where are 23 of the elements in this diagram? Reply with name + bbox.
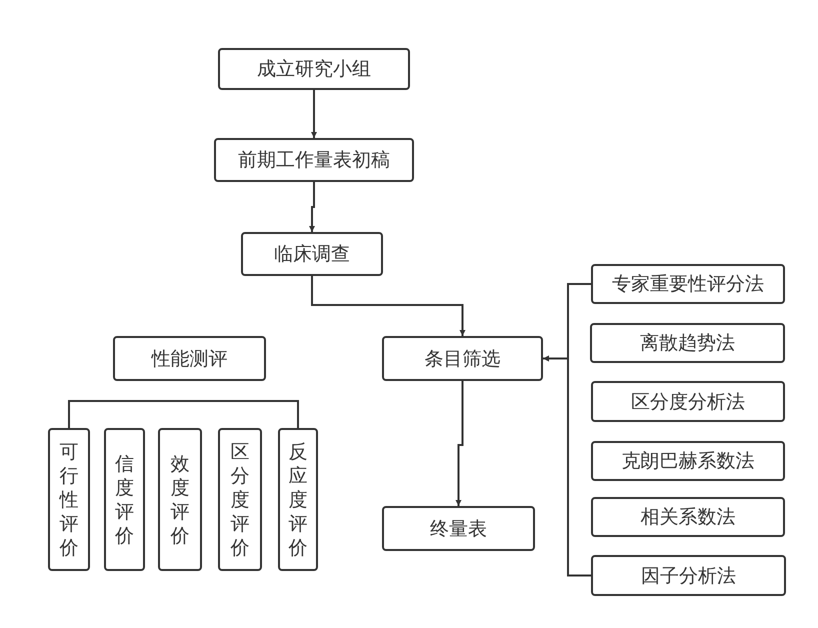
process-box: 因子分析法 [591,555,786,596]
arrow [543,356,591,576]
process-box: 终量表 [382,506,535,551]
process-box: 信度评价 [104,428,145,571]
process-box: 反应度评价 [278,428,318,571]
process-box: 临床调查 [241,232,383,276]
process-box: 成立研究小组 [218,48,410,90]
process-box: 克朗巴赫系数法 [591,441,785,481]
process-box: 区分度分析法 [591,381,785,422]
arrow [311,90,317,138]
process-box: 专家重要性评分法 [591,264,785,304]
process-box: 可行性评价 [48,428,90,571]
arrow [309,182,315,232]
connector-line [68,400,299,428]
process-box: 性能测评 [113,336,266,381]
process-box: 效度评价 [158,428,202,571]
arrow [456,381,464,506]
process-box: 前期工作量表初稿 [214,138,414,182]
process-box: 区分度评价 [218,428,262,571]
arrow [311,276,466,336]
process-box: 离散趋势法 [590,323,785,363]
process-box: 条目筛选 [382,336,543,381]
process-box: 相关系数法 [591,497,785,537]
